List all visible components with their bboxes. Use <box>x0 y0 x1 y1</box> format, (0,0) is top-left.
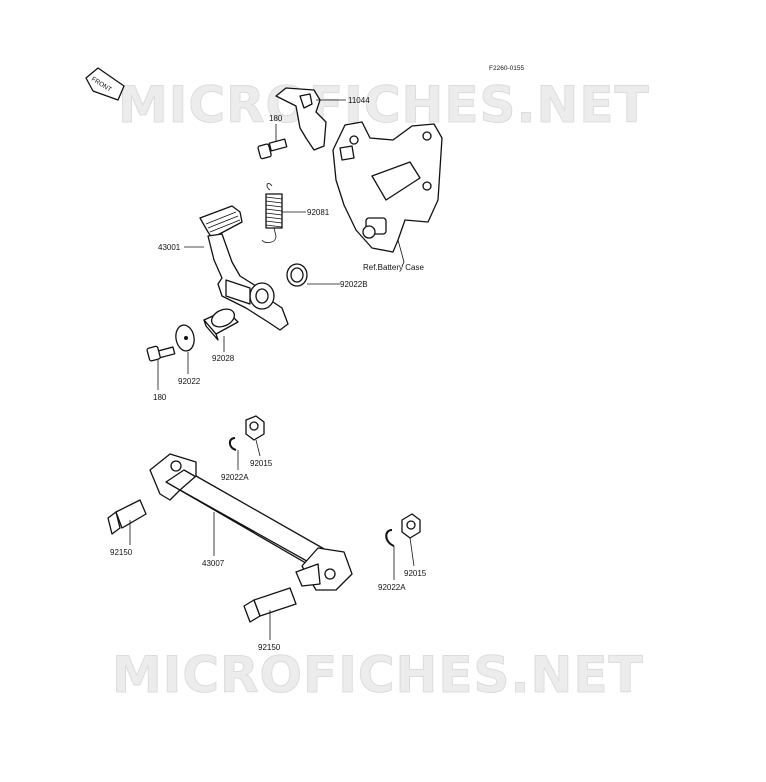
label-180-bottom: 180 <box>153 393 167 402</box>
watermark-bottom: MICROFICHES.NET <box>112 646 644 704</box>
label-43007: 43007 <box>202 559 225 568</box>
leader-lines <box>129 99 415 640</box>
watermark-top: MICROFICHES.NET <box>118 76 650 134</box>
figure-code: F2260-0155 <box>489 65 524 72</box>
label-92022A-right: 92022A <box>378 583 406 592</box>
washer-92022 <box>175 324 195 352</box>
bolt-180-bottom <box>146 345 176 362</box>
bolt-180-top <box>257 138 288 160</box>
label-92015-top: 92015 <box>250 459 273 468</box>
bushing-92028 <box>203 308 239 341</box>
label-92022: 92022 <box>178 377 201 386</box>
battery-case-bracket <box>332 121 443 267</box>
label-92015-right: 92015 <box>404 569 427 578</box>
label-92150-bottom: 92150 <box>258 643 281 652</box>
snap-ring-92022A-right <box>385 529 395 547</box>
label-11044: 11044 <box>348 96 370 105</box>
label-92150-left: 92150 <box>110 548 133 557</box>
label-180-top: 180 <box>269 114 283 123</box>
spring-92081 <box>261 183 283 244</box>
bolt-92150-left <box>107 499 147 535</box>
label-92081: 92081 <box>307 208 330 217</box>
label-92028: 92028 <box>212 354 235 363</box>
switch-bracket <box>275 87 327 151</box>
label-92022A-top: 92022A <box>221 473 249 482</box>
label-43001: 43001 <box>158 243 181 252</box>
snap-ring-92022A-top <box>228 437 237 451</box>
bolt-92150-bottom <box>243 587 297 623</box>
rod-43007 <box>149 453 353 591</box>
nut-92015-right <box>401 513 421 539</box>
front-arrow-icon: FRONT <box>85 67 125 101</box>
label-ref-battery-case: Ref.Battery Case <box>363 263 424 272</box>
brake-pedal-43001 <box>199 205 289 331</box>
label-92022B: 92022B <box>340 280 368 289</box>
nut-92015-top <box>245 415 265 441</box>
washer-92022B <box>286 263 308 287</box>
